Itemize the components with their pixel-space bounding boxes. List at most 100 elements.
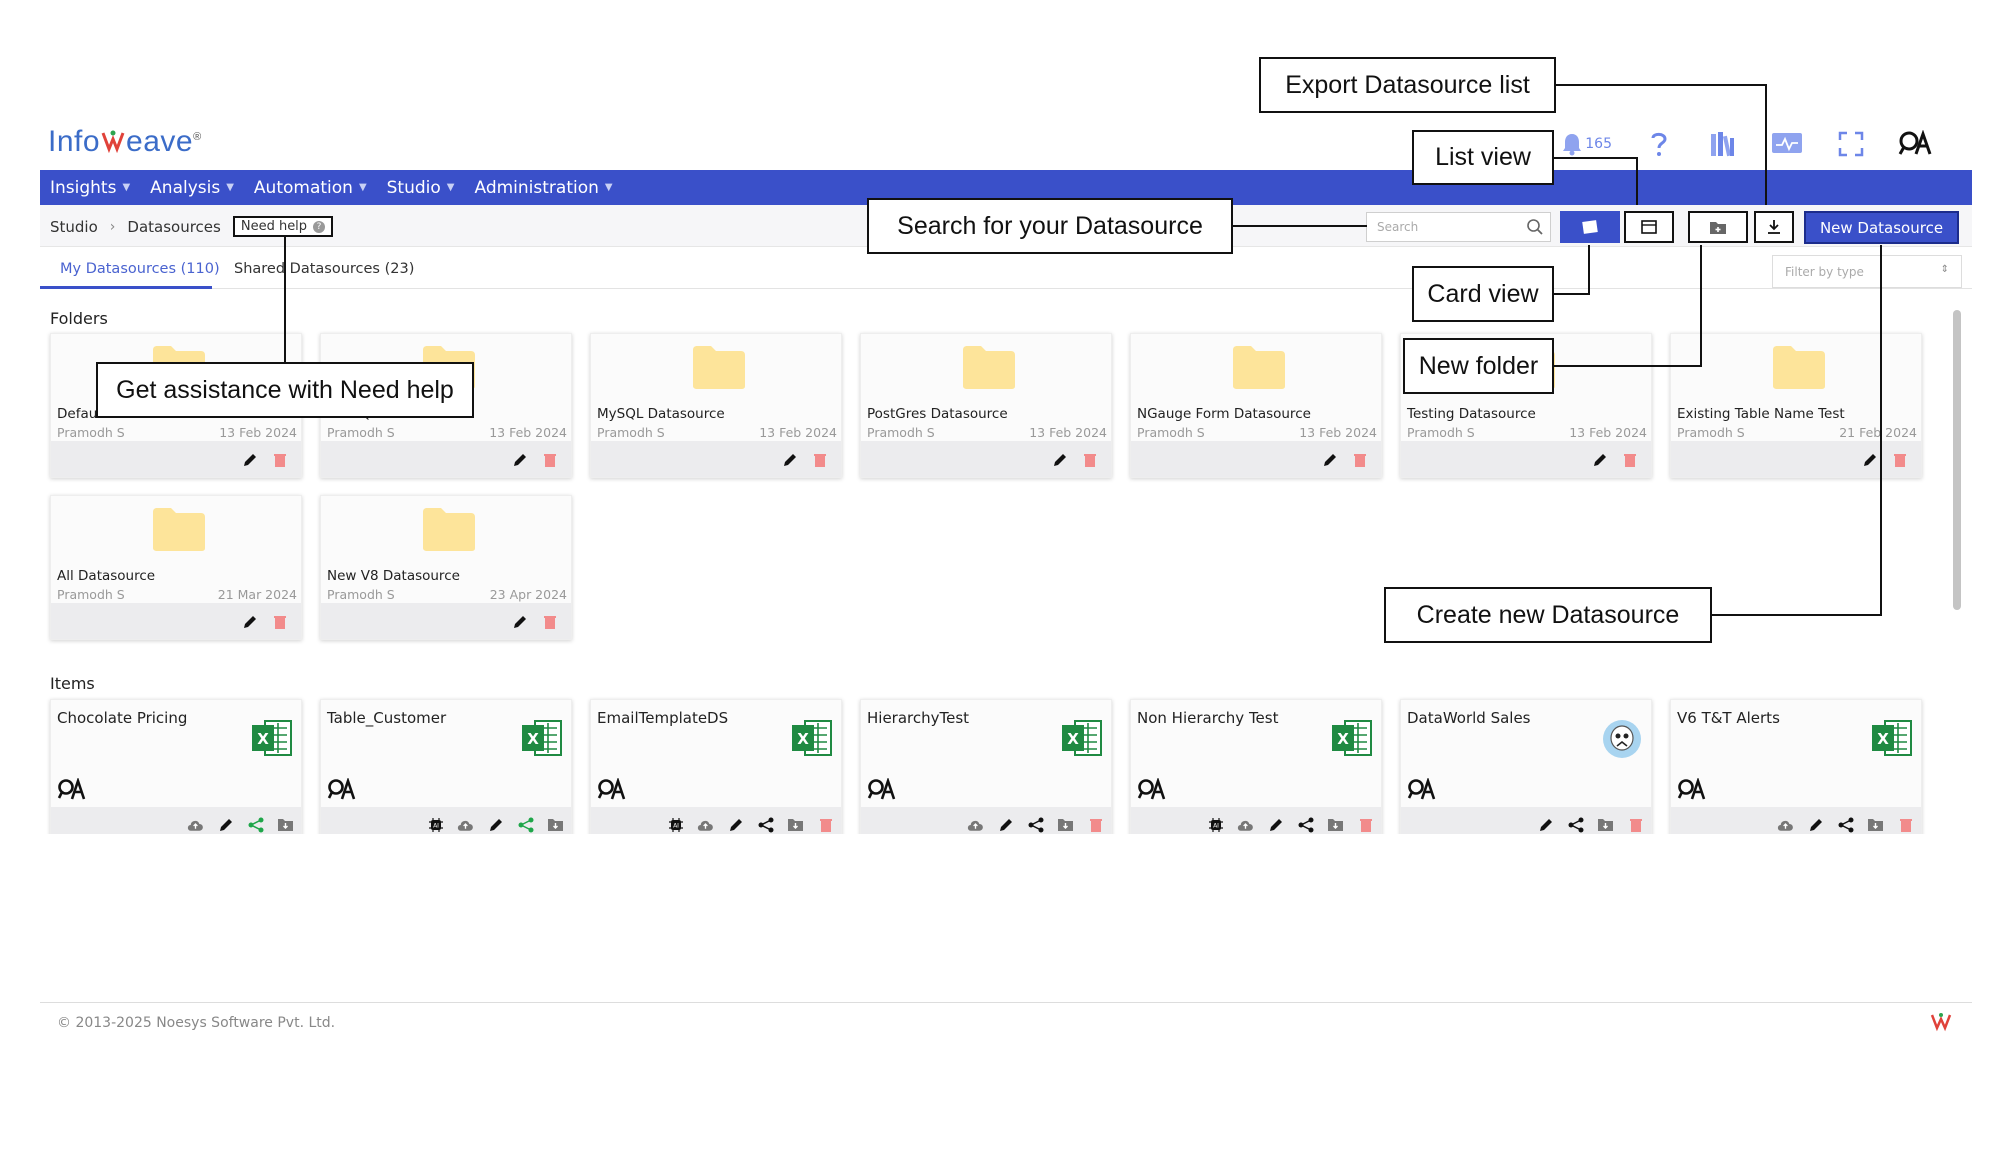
share-button[interactable] xyxy=(1026,815,1045,834)
ai-button[interactable]: AI xyxy=(1206,815,1225,834)
edit-folder-button[interactable] xyxy=(781,451,799,469)
upload-button[interactable] xyxy=(1776,815,1795,834)
app-window: Info eave® 165 xyxy=(40,115,1972,1010)
upload-button[interactable] xyxy=(1236,815,1255,834)
edit-folder-button[interactable] xyxy=(511,613,529,631)
search-input[interactable]: Search xyxy=(1366,212,1551,242)
ai-button[interactable]: AI xyxy=(426,815,445,834)
edit-button[interactable] xyxy=(726,815,745,834)
help-button[interactable] xyxy=(1642,127,1676,161)
edit-folder-button[interactable] xyxy=(511,451,529,469)
folder-owner: Pramodh S xyxy=(867,425,935,440)
pencil-icon xyxy=(1269,818,1282,831)
upload-button[interactable] xyxy=(186,815,205,834)
edit-button[interactable] xyxy=(1536,815,1555,834)
filter-by-type-select[interactable]: Filter by type ⇕ xyxy=(1772,255,1962,288)
delete-button[interactable] xyxy=(1356,815,1375,834)
tab-my-datasources[interactable]: My Datasources (110) xyxy=(60,261,220,277)
edit-folder-button[interactable] xyxy=(1861,451,1879,469)
callout-wire xyxy=(1700,245,1702,367)
download-button[interactable] xyxy=(1866,815,1885,834)
folder-icon xyxy=(153,508,205,551)
download-button[interactable] xyxy=(786,815,805,834)
delete-button[interactable] xyxy=(816,815,835,834)
edit-button[interactable] xyxy=(1806,815,1825,834)
breadcrumb-studio[interactable]: Studio xyxy=(50,217,98,236)
notifications-button[interactable]: 165 xyxy=(1561,132,1612,156)
pencil-icon xyxy=(489,818,502,831)
trash-icon xyxy=(1624,454,1636,467)
delete-folder-button[interactable] xyxy=(1081,451,1099,469)
nav-analysis[interactable]: Analysis▼ xyxy=(140,178,244,198)
nav-insights[interactable]: Insights▼ xyxy=(40,178,140,198)
nav-administration[interactable]: Administration▼ xyxy=(465,178,623,198)
upload-button[interactable] xyxy=(966,815,985,834)
edit-button[interactable] xyxy=(486,815,505,834)
library-button[interactable] xyxy=(1706,127,1740,161)
tab-shared-datasources[interactable]: Shared Datasources (23) xyxy=(234,261,415,277)
delete-folder-button[interactable] xyxy=(541,613,559,631)
datasource-card[interactable]: DataWorld Sales xyxy=(1400,699,1652,834)
download-button[interactable] xyxy=(1056,815,1075,834)
nav-automation[interactable]: Automation▼ xyxy=(244,178,377,198)
delete-button[interactable] xyxy=(1086,815,1105,834)
delete-button[interactable] xyxy=(1896,815,1915,834)
upload-button[interactable] xyxy=(696,815,715,834)
delete-folder-button[interactable] xyxy=(1351,451,1369,469)
download-button[interactable] xyxy=(276,815,295,834)
new-folder-button[interactable] xyxy=(1688,211,1748,243)
brand-logo[interactable]: Info eave® xyxy=(48,125,202,158)
edit-folder-button[interactable] xyxy=(241,613,259,631)
fullscreen-button[interactable] xyxy=(1834,127,1868,161)
breadcrumb-datasources[interactable]: Datasources xyxy=(127,217,221,236)
edit-button[interactable] xyxy=(1266,815,1285,834)
edit-folder-button[interactable] xyxy=(1051,451,1069,469)
download-button[interactable] xyxy=(546,815,565,834)
share-button[interactable] xyxy=(1296,815,1315,834)
download-button[interactable] xyxy=(1596,815,1615,834)
share-button[interactable] xyxy=(246,815,265,834)
list-view-button[interactable] xyxy=(1624,211,1674,243)
share-button[interactable] xyxy=(516,815,535,834)
card-view-button[interactable] xyxy=(1560,211,1620,243)
edit-folder-button[interactable] xyxy=(1591,451,1609,469)
share-button[interactable] xyxy=(756,815,775,834)
delete-button[interactable] xyxy=(1626,815,1645,834)
delete-folder-button[interactable] xyxy=(811,451,829,469)
delete-folder-button[interactable] xyxy=(271,451,289,469)
download-folder-icon xyxy=(548,819,563,831)
edit-button[interactable] xyxy=(996,815,1015,834)
user-avatar-button[interactable] xyxy=(1898,127,1932,161)
nav-studio[interactable]: Studio▼ xyxy=(377,178,465,198)
folder-date: 13 Feb 2024 xyxy=(219,425,297,440)
need-help-button[interactable]: Need help? xyxy=(232,216,334,237)
vertical-scrollbar[interactable] xyxy=(1953,310,1961,610)
new-datasource-button[interactable]: New Datasource xyxy=(1804,211,1959,244)
share-button[interactable] xyxy=(1836,815,1855,834)
download-button[interactable] xyxy=(1326,815,1345,834)
upload-button[interactable] xyxy=(456,815,475,834)
monitor-button[interactable] xyxy=(1770,127,1804,161)
delete-folder-button[interactable] xyxy=(271,613,289,631)
edit-button[interactable] xyxy=(216,815,235,834)
delete-folder-button[interactable] xyxy=(1621,451,1639,469)
edit-folder-button[interactable] xyxy=(241,451,259,469)
delete-folder-button[interactable] xyxy=(1891,451,1909,469)
share-button[interactable] xyxy=(1566,815,1585,834)
ai-button[interactable]: AI xyxy=(666,815,685,834)
edit-folder-button[interactable] xyxy=(1321,451,1339,469)
export-button[interactable] xyxy=(1754,211,1794,243)
delete-folder-button[interactable] xyxy=(541,451,559,469)
